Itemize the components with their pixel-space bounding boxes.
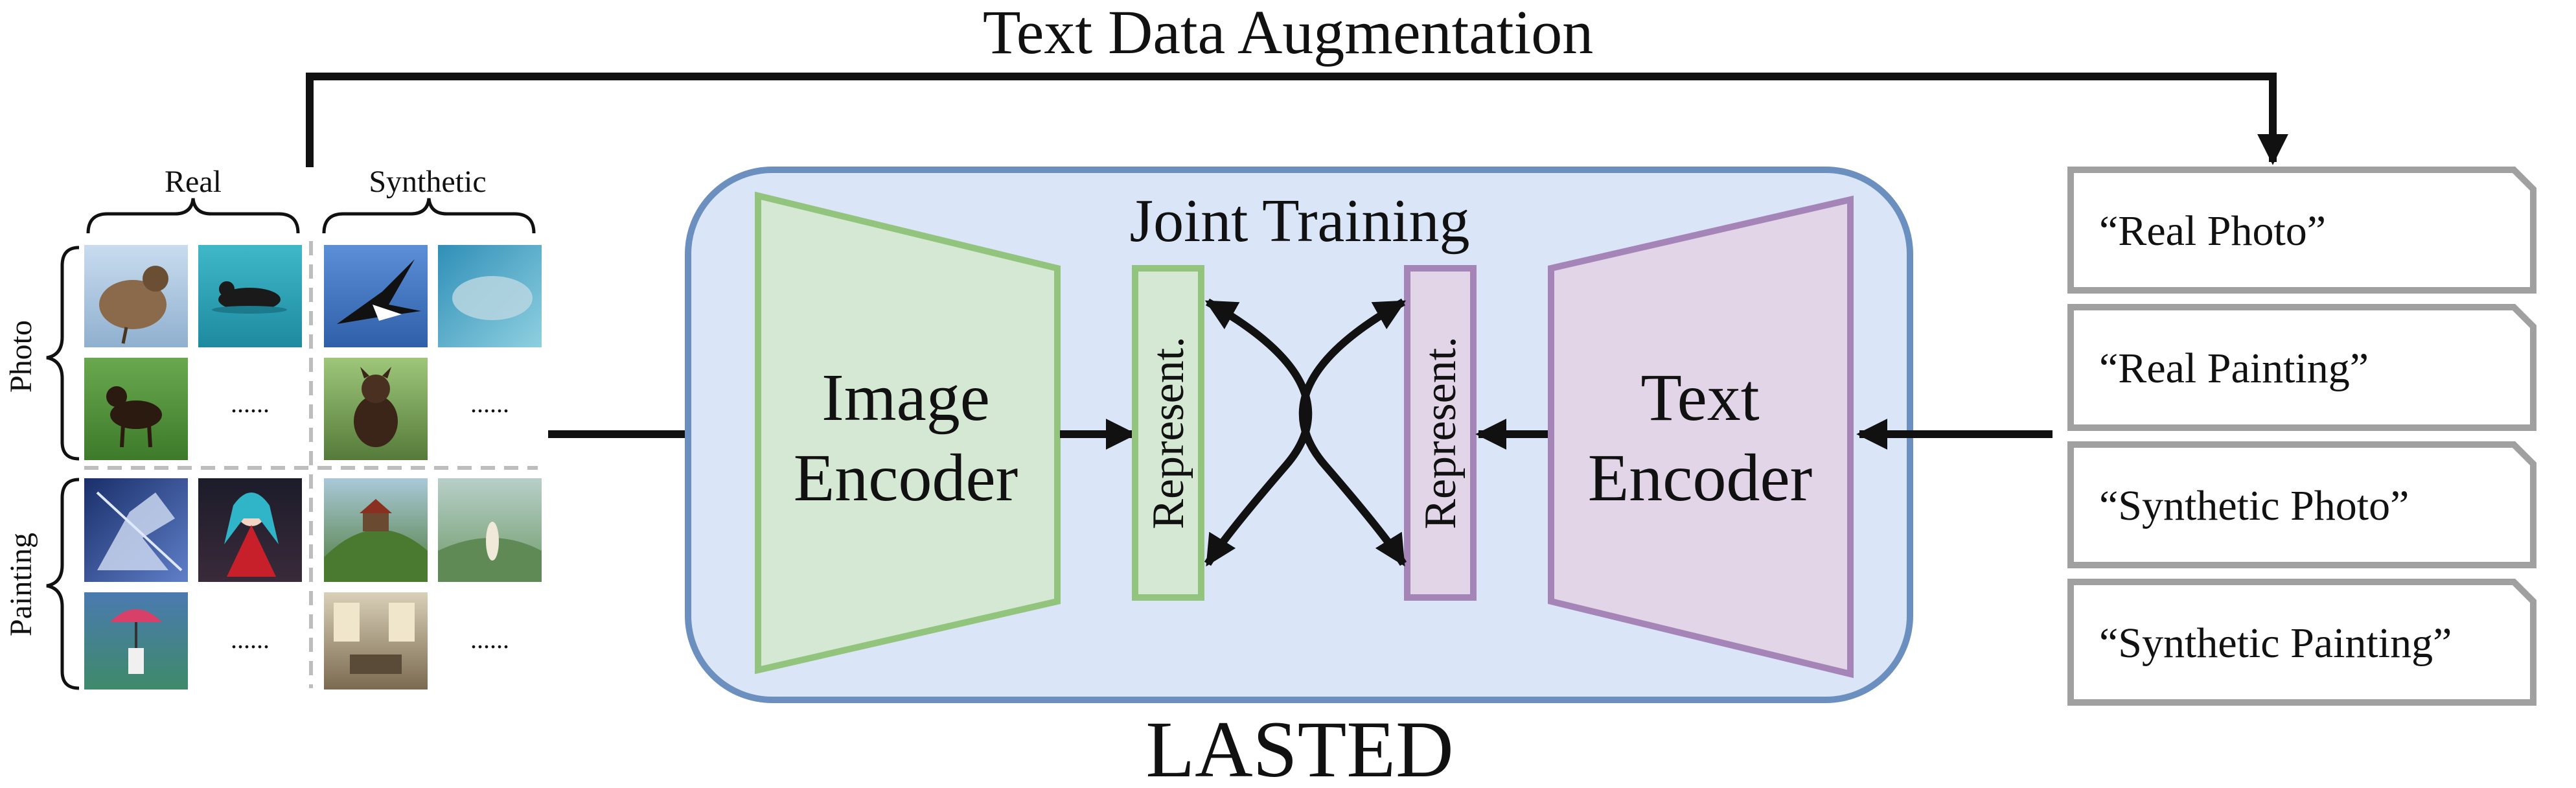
- thumbnail-child-with-umbrella-in-rain: [84, 592, 188, 690]
- thumbnail-hillside-cottage: [324, 478, 428, 582]
- image-encoder-label-line2: Encoder: [794, 441, 1018, 515]
- brace-synthetic: [322, 198, 536, 234]
- thumbnail-figure-in-meadow: [438, 478, 542, 582]
- ellipsis-real-photo: ......: [231, 389, 270, 418]
- ellipsis-real-painting: ......: [231, 625, 270, 654]
- text-encoder-label-line1: Text: [1640, 360, 1759, 435]
- prompt-box-1: [2067, 167, 2536, 294]
- text-encoder-label-line2: Encoder: [1588, 441, 1812, 515]
- thumbnail-dog-in-garden: [324, 358, 428, 460]
- thumbnail-dog-on-grass: [84, 358, 188, 460]
- brace-photo: [46, 246, 80, 461]
- prompt-list: “Real Photo” “Real Painting” “Synthetic …: [2067, 167, 2536, 706]
- prompt-box-2: [2067, 304, 2536, 431]
- thumbnail-mecha-robot: [84, 478, 188, 582]
- image-encoder-block: [755, 191, 1061, 675]
- column-label-synthetic: Synthetic: [369, 165, 486, 199]
- model-name-label: LASTED: [1145, 705, 1453, 788]
- thumbnail-flying-magpie: [324, 245, 428, 347]
- text-encoder-block: [1548, 195, 1854, 678]
- text-representation-box: [1404, 265, 1477, 601]
- text-augmentation-arrow: [306, 73, 2288, 167]
- contrastive-arrow-left: [1204, 298, 1313, 567]
- dataset-panel: Real Synthetic Photo Painting: [4, 165, 542, 690]
- thumbnail-swimming-duck: [198, 245, 302, 347]
- prompt-box-3: [2067, 441, 2536, 568]
- diagram-title: Text Data Augmentation: [983, 0, 1593, 67]
- prompt-text-4: “Synthetic Painting”: [2099, 620, 2452, 667]
- brace-painting: [46, 478, 80, 690]
- contrastive-arrow-right: [1298, 298, 1407, 567]
- thumbnail-manatee-underwater: [438, 245, 542, 347]
- column-label-real: Real: [165, 165, 222, 199]
- thumbnail-quail: [84, 245, 188, 347]
- prompt-box-4: [2067, 579, 2536, 706]
- prompt-text-3: “Synthetic Photo”: [2099, 482, 2409, 529]
- row-label-painting: Painting: [4, 533, 38, 636]
- brace-real: [86, 198, 300, 234]
- ellipsis-synthetic-photo: ......: [470, 389, 509, 418]
- image-representation-box: [1132, 265, 1204, 601]
- text-representation-label: Represent.: [1416, 336, 1466, 529]
- image-representation-label: Represent.: [1144, 336, 1193, 529]
- joint-training-label: Joint Training: [1130, 187, 1470, 255]
- prompt-text-2: “Real Painting”: [2099, 345, 2369, 392]
- prompt-text-1: “Real Photo”: [2099, 207, 2326, 255]
- image-encoder-label-line1: Image: [822, 360, 990, 435]
- thumbnail-interior-scene: [324, 592, 428, 690]
- thumbnail-anime-girl-red-dress: [198, 478, 302, 582]
- ellipsis-synthetic-painting: ......: [470, 625, 509, 654]
- row-label-photo: Photo: [4, 320, 38, 393]
